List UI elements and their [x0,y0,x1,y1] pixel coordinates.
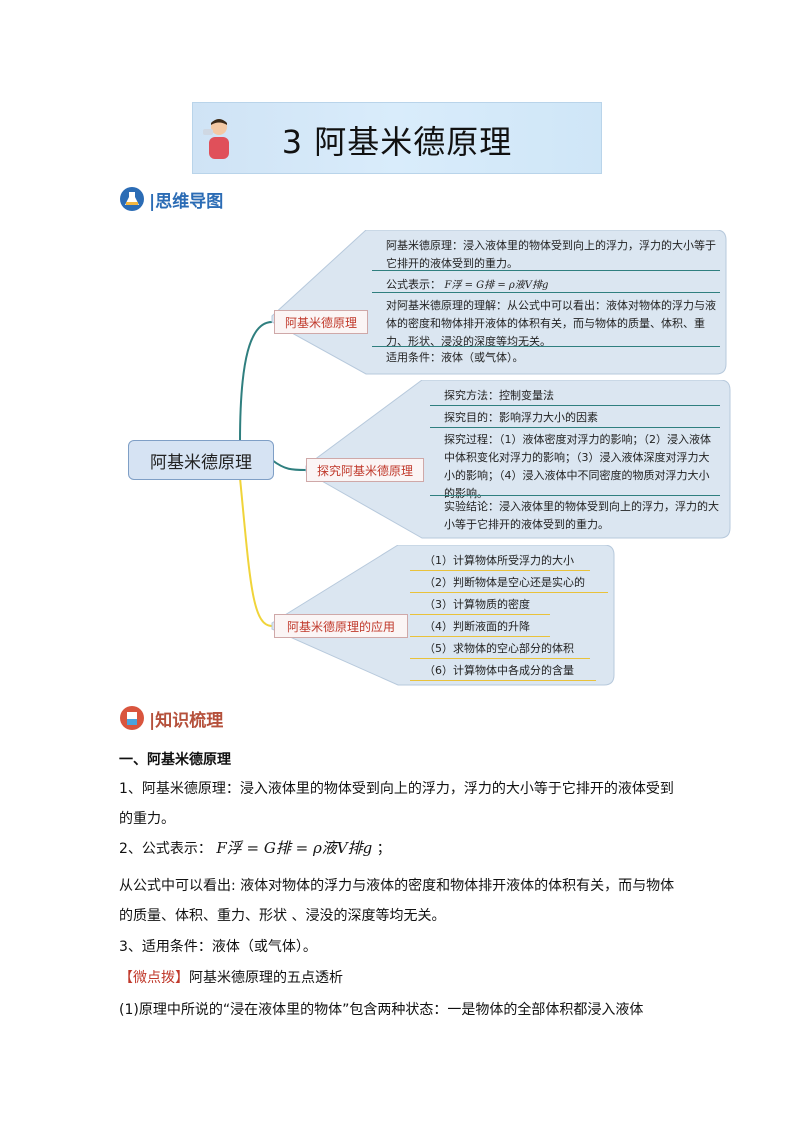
branch3-item-5: （5）求物体的空心部分的体积 [424,640,604,658]
paragraph-4: 3、适用条件：液体（或气体）。 [119,937,317,957]
formula: F浮 = G排 = ρ液V排g [445,280,549,291]
heading-archimedes: 一、阿基米德原理 [119,750,231,770]
paragraph-1: 1、阿基米德原理：浸入液体里的物体受到向上的浮力，浮力的大小等于它排开的液体受到 [119,779,719,799]
divider [410,680,596,681]
divider [410,658,590,659]
mindmap-root: 阿基米德原理 [128,440,274,480]
tip-line: 【微点拨】阿基米德原理的五点透析 [119,968,343,988]
branch3-label: 阿基米德原理的应用 [274,614,408,638]
formula-prefix: 2、公式表示： [119,841,212,857]
branch3-item-3: （3）计算物质的密度 [424,596,604,614]
divider [410,592,608,593]
divider [430,427,720,428]
branch3-item-6: （6）计算物体中各成分的含量 [424,662,604,680]
paragraph-2: 2、公式表示： F浮 = G排 = ρ液V排g ； [119,838,391,859]
branch2-item-4: 实验结论：浸入液体里的物体受到向上的浮力，浮力的大小等于它排开的液体受到的重力。 [444,498,720,534]
divider [372,346,720,347]
tip-text: 阿基米德原理的五点透析 [189,970,343,986]
divider [430,495,720,496]
paragraph-1-cont: 的重力。 [119,809,175,829]
branch1-label: 阿基米德原理 [274,310,368,334]
paragraph-5: (1)原理中所说的“浸在液体里的物体”包含两种状态：一是物体的全部体积都浸入液体 [119,1000,719,1020]
formula-suffix: ； [377,841,391,857]
branch1-item-4: 适用条件：液体（或气体）。 [386,349,720,367]
divider [372,292,720,293]
branch1-item-3: 对阿基米德原理的理解：从公式中可以看出：液体对物体的浮力与液体的密度和物体排开液… [386,297,720,351]
paragraph-3: 从公式中可以看出: 液体对物体的浮力与液体的密度和物体排开液体的体积有关，而与物… [119,876,719,896]
section-title: |知识梳理 [149,706,223,731]
tip-tag: 【微点拨】 [119,970,189,986]
divider [372,270,720,271]
branch3-item-2: （2）判断物体是空心还是实心的 [424,574,610,592]
divider [410,636,550,637]
paragraph-3-cont: 的质量、体积、重力、形状 、浸没的深度等均无关。 [119,906,445,926]
divider [430,405,720,406]
formula-label: 公式表示： [386,278,441,291]
section-header-knowledge: |知识梳理 [119,705,223,731]
divider [410,614,550,615]
formula: F浮 = G排 = ρ液V排g [216,839,372,857]
branch3-item-4: （4）判断液面的升降 [424,618,604,636]
branch2-item-2: 探究目的：影响浮力大小的因素 [444,409,714,427]
beaker-icon [119,705,145,731]
branch1-item-1: 阿基米德原理：浸入液体里的物体受到向上的浮力，浮力的大小等于它排开的液体受到的重… [386,237,720,273]
branch3-item-1: （1）计算物体所受浮力的大小 [424,552,604,570]
branch2-label: 探究阿基米德原理 [306,458,424,482]
divider [410,570,590,571]
branch2-item-1: 探究方法：控制变量法 [444,387,714,405]
branch2-item-3: 探究过程：（1）液体密度对浮力的影响；（2）浸入液体中体积变化对浮力的影响；（3… [444,431,720,503]
